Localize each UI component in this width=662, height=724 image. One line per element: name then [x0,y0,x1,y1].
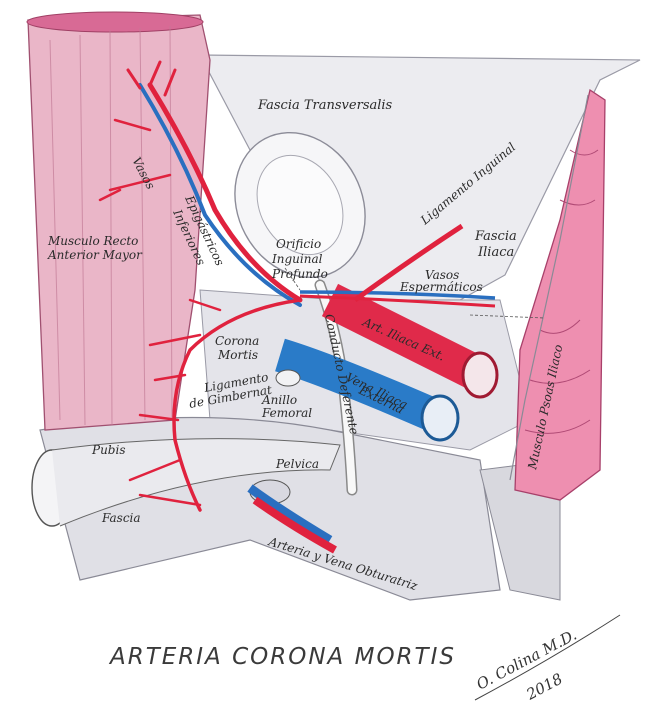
label-anillo: Anillo [261,393,297,407]
vena-iliaca-externa [275,338,460,442]
label-fascia-transversalis: Fascia Transversalis [257,98,393,113]
label-inguinal: Inguinal [271,252,323,266]
arteria-iliaca-externa [321,283,499,399]
psoas-muscle [509,88,606,501]
label-profundo: Profundo [271,267,328,281]
label-fascia-iliaca-2: Iliaca [477,245,514,260]
page-title: ARTERIA CORONA MORTIS [108,644,456,670]
label-femoral: Femoral [261,406,312,420]
label-fascia: Fascia [101,511,141,525]
label-mortis: Mortis [217,348,258,362]
obturator-vessels [247,479,337,554]
femoral-ring [275,369,301,387]
label-corona: Corona [215,334,259,348]
spermatic-vessels [299,223,496,308]
epigastric-vessels [98,60,303,307]
label-vasos-esp: Vasos [425,268,459,282]
label-espermaticos: Espermáticos [399,280,483,294]
signature-year: 2018 [523,670,566,704]
label-orificio: Orificio [276,237,321,251]
pubis-bone [31,438,341,527]
signature: O. Colina M.D. 2018 [473,614,621,704]
label-fascia-iliaca-1: Fascia [474,229,517,244]
corona-mortis-vessel [128,298,302,512]
label-musculo-recto: Musculo Recto [47,234,138,248]
label-anterior-mayor: Anterior Mayor [47,248,143,262]
label-pubis: Pubis [91,443,125,457]
rectus-muscle [26,11,211,431]
leader-lines [284,267,546,319]
label-pelvica: Pelvica [275,457,319,471]
